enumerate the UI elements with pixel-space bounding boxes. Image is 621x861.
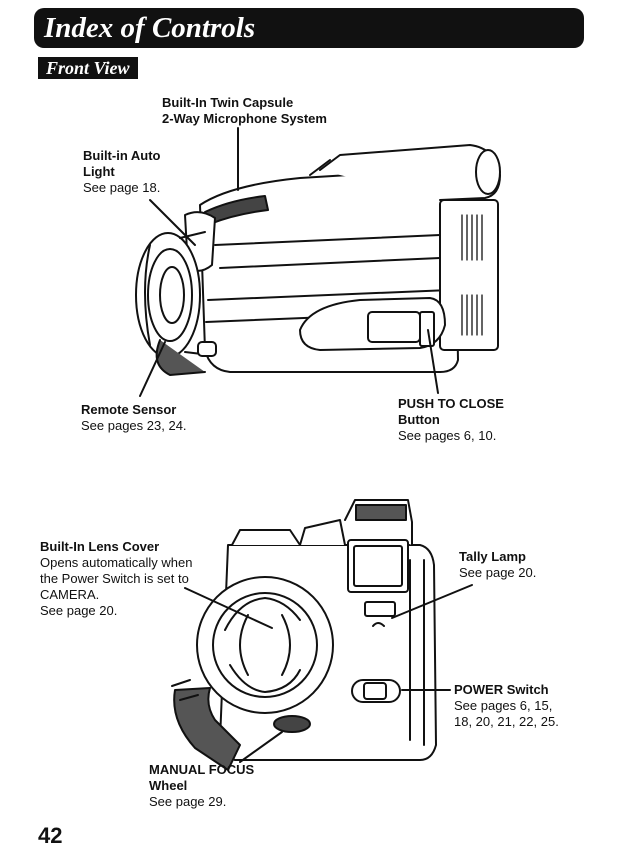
lens-cover-desc-line1: Opens automatically when [40, 555, 193, 570]
lens-cover-desc-line2: the Power Switch is set to [40, 571, 189, 586]
auto-light-label-line1: Built-in Auto [83, 148, 161, 163]
tally-lamp-label: Tally Lamp [459, 549, 526, 564]
page-number: 42 [38, 823, 63, 848]
power-switch-page-ref-line1: See pages 6, 15, [454, 698, 553, 713]
callout-microphone: Built-In Twin Capsule 2-Way Microphone S… [162, 95, 327, 127]
manual-focus-page-ref: See page 29. [149, 794, 227, 809]
push-to-close-label-line1: PUSH TO CLOSE [398, 396, 504, 411]
page-title: Index of Controls [44, 12, 256, 44]
lens-cover-label: Built-In Lens Cover [40, 539, 160, 554]
manual-focus-label-line2: Wheel [149, 778, 188, 793]
callout-power-switch: POWER Switch See pages 6, 15, 18, 20, 21… [454, 682, 559, 730]
callout-push-to-close: PUSH TO CLOSE Button See pages 6, 10. [398, 396, 504, 444]
callout-remote-sensor: Remote Sensor See pages 23, 24. [81, 402, 187, 434]
remote-sensor-page-ref: See pages 23, 24. [81, 418, 187, 433]
callout-auto-light: Built-in Auto Light See page 18. [83, 148, 161, 196]
lens-cover-page-ref: See page 20. [40, 603, 118, 618]
microphone-label-line1: Built-In Twin Capsule [162, 95, 294, 110]
power-switch-page-ref-line2: 18, 20, 21, 22, 25. [454, 714, 559, 729]
camcorder-side-view [135, 127, 501, 397]
auto-light-label-line2: Light [83, 164, 115, 179]
push-to-close-page-ref: See pages 6, 10. [398, 428, 497, 443]
section-heading: Front View [38, 57, 138, 79]
tally-lamp-page-ref: See page 20. [459, 565, 537, 580]
manual-focus-label-line1: MANUAL FOCUS [149, 762, 255, 777]
auto-light-page-ref: See page 18. [83, 180, 161, 195]
title-banner [34, 8, 584, 48]
remote-sensor-label: Remote Sensor [81, 402, 177, 417]
callout-lens-cover: Built-In Lens Cover Opens automatically … [40, 539, 192, 619]
push-to-close-label-line2: Button [398, 412, 440, 427]
callout-manual-focus: MANUAL FOCUS Wheel See page 29. [149, 762, 254, 810]
microphone-label-line2: 2-Way Microphone System [162, 111, 327, 126]
lens-cover-desc-line3: CAMERA. [40, 587, 100, 602]
callout-tally-lamp: Tally Lamp See page 20. [459, 549, 536, 581]
power-switch-label: POWER Switch [454, 682, 549, 697]
camcorder-front-view [171, 499, 473, 771]
